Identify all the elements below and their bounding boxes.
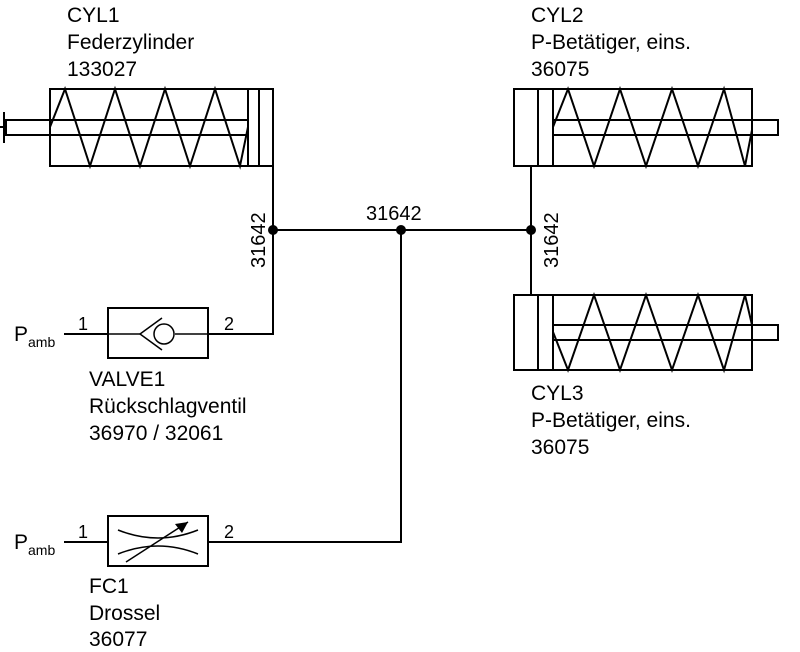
cyl3-id: CYL3 (531, 382, 584, 405)
cyl3-part: 36075 (531, 436, 589, 459)
cyl1-part: 133027 (67, 58, 137, 81)
cyl3-name: P-Betätiger, eins. (531, 409, 691, 432)
ambient-label-valve1: Pamb (14, 323, 55, 350)
cylinder-cyl1[interactable] (0, 85, 274, 170)
valve1-port-out: 2 (224, 314, 234, 334)
fc1-port-in: 1 (78, 522, 88, 542)
valve-valve1[interactable] (107, 307, 209, 359)
fc1-id: FC1 (89, 575, 129, 598)
wire-label-right-vertical: 31642 (541, 212, 563, 268)
valve1-name: Rückschlagventil (89, 395, 247, 418)
cylinder-cyl3[interactable] (513, 291, 779, 374)
cyl1-name: Federzylinder (67, 31, 194, 54)
cyl2-part: 36075 (531, 58, 589, 81)
valve1-port-in: 1 (78, 314, 88, 334)
fc1-port-out: 2 (224, 522, 234, 542)
wire-network (64, 166, 532, 543)
cyl2-id: CYL2 (531, 4, 584, 27)
cylinder-cyl2[interactable] (513, 85, 779, 170)
junction-left (268, 225, 278, 235)
junction-right (526, 225, 536, 235)
fc1-part: 36077 (89, 628, 147, 651)
fc1-name: Drossel (89, 602, 160, 625)
ambient-label-fc1: Pamb (14, 531, 55, 558)
junction-middle (396, 225, 406, 235)
valve1-part: 36970 / 32061 (89, 422, 223, 445)
wire-label-left-vertical: 31642 (248, 212, 270, 268)
cyl1-id: CYL1 (67, 4, 120, 27)
cyl2-name: P-Betätiger, eins. (531, 31, 691, 54)
wire-label-horizontal: 31642 (366, 203, 422, 225)
valve1-id: VALVE1 (89, 368, 165, 391)
throttle-fc1[interactable] (107, 515, 209, 567)
